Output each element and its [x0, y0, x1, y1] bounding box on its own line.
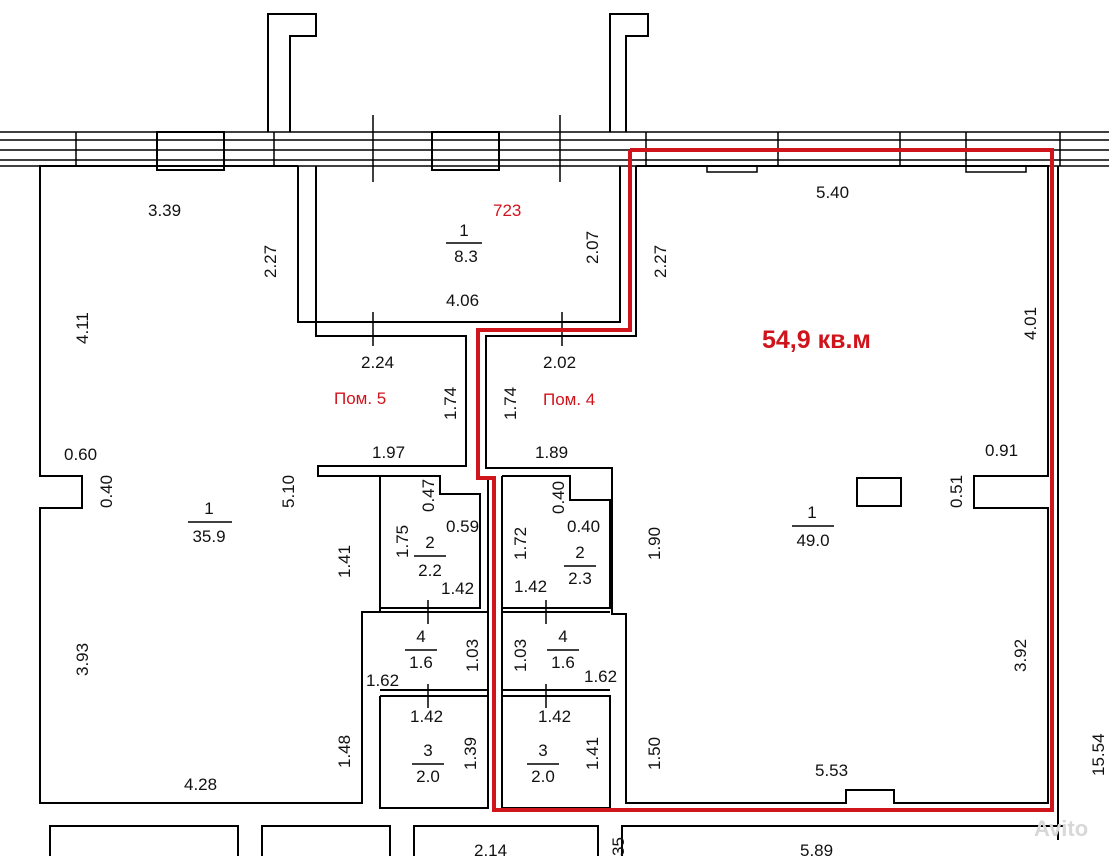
- dimension-label: 15.54: [1089, 733, 1108, 776]
- dimension-label: 0.91: [985, 441, 1018, 460]
- dimension-label: 2.14: [474, 841, 507, 856]
- dimension-label: 1.03: [511, 639, 530, 672]
- dimension-label: 2.07: [583, 231, 602, 264]
- dimension-label: 0.40: [97, 475, 116, 508]
- selected-premises-outline: [476, 148, 1054, 812]
- room-area: 35.9: [192, 527, 225, 546]
- dimension-label: 1.75: [393, 525, 412, 558]
- room-labels: 1 8.3 1 35.9 1 49.0 2 2.2 2 2.3 4 1.6 4 …: [188, 221, 834, 786]
- dimension-label: 0.60: [64, 445, 97, 464]
- dimension-label: 2.24: [361, 353, 394, 372]
- dimension-label: 1.50: [645, 737, 664, 770]
- room-number: 4: [558, 627, 567, 646]
- dimension-label: 1.62: [584, 667, 617, 686]
- dimension-label: 1.42: [514, 577, 547, 596]
- room-area: 49.0: [796, 531, 829, 550]
- dimension-label: 4.01: [1021, 307, 1040, 340]
- dimension-label: 0.47: [419, 479, 438, 512]
- room-number: 1: [204, 499, 213, 518]
- dimension-label: 3.92: [1011, 639, 1030, 672]
- dimension-label: 0.59: [446, 517, 479, 536]
- dimension-label: 1.48: [335, 735, 354, 768]
- dimension-label: 2.02: [543, 353, 576, 372]
- dimension-label: 1.39: [461, 737, 480, 770]
- room-number: 3: [538, 741, 547, 760]
- room-number: 1: [807, 503, 816, 522]
- code-723-label: 723: [493, 201, 521, 220]
- room-number: 3: [423, 741, 432, 760]
- watermark-text: Avito: [1034, 816, 1088, 841]
- room-area: 2.0: [416, 767, 440, 786]
- dimension-label: 1.42: [538, 707, 571, 726]
- dimension-label: 1.62: [366, 671, 399, 690]
- room-area: 8.3: [454, 247, 478, 266]
- dimension-label: 5.53: [815, 761, 848, 780]
- dimension-label: 0.40: [567, 517, 600, 536]
- room-number: 1: [459, 221, 468, 240]
- dimension-label: 1.42: [410, 707, 443, 726]
- dimension-label: 1.42: [441, 579, 474, 598]
- dimension-label: 4.11: [73, 312, 92, 344]
- dimension-label: 1.41: [335, 545, 354, 578]
- dimension-label: 5.10: [279, 475, 298, 508]
- dimensions: 3.39 5.40 4.06 2.24 2.02 0.60 1.97 1.89 …: [64, 183, 1108, 856]
- room-area: 1.6: [409, 653, 433, 672]
- dimension-label: 3.39: [148, 201, 181, 220]
- dimension-label: 1.74: [501, 387, 520, 420]
- interior-walls: [39, 115, 1064, 856]
- facade-walls: [0, 13, 1109, 171]
- dimension-label: 1.90: [645, 527, 664, 560]
- dimension-label: 4.06: [446, 291, 479, 310]
- room-area: 1.6: [551, 653, 575, 672]
- dimension-label: 35: [609, 837, 628, 856]
- room-area: 2.3: [568, 569, 592, 588]
- dimension-label: 3.93: [73, 643, 92, 676]
- room-number: 2: [425, 533, 434, 552]
- room-area: 2.0: [531, 767, 555, 786]
- dimension-label: 1.03: [463, 639, 482, 672]
- room-area: 2.2: [418, 561, 442, 580]
- dimension-label: 5.89: [800, 841, 833, 856]
- dimension-label: 1.89: [535, 443, 568, 462]
- dimension-label: 1.72: [511, 527, 530, 560]
- dimension-label: 1.74: [441, 387, 460, 420]
- dimension-label: 2.27: [651, 245, 670, 278]
- room-number: 2: [575, 543, 584, 562]
- dimension-label: 1.41: [583, 737, 602, 770]
- dimension-label: 5.40: [816, 183, 849, 202]
- dimension-label: 0.40: [549, 481, 568, 514]
- dimension-label: 0.51: [947, 475, 966, 508]
- room-5-label: Пом. 5: [334, 389, 386, 408]
- dimension-label: 2.27: [261, 245, 280, 278]
- area-total-label: 54,9 кв.м: [762, 326, 871, 354]
- dimension-label: 4.28: [184, 775, 217, 794]
- room-4-label: Пом. 4: [543, 390, 595, 409]
- room-number: 4: [416, 627, 425, 646]
- dimension-label: 1.97: [372, 443, 405, 462]
